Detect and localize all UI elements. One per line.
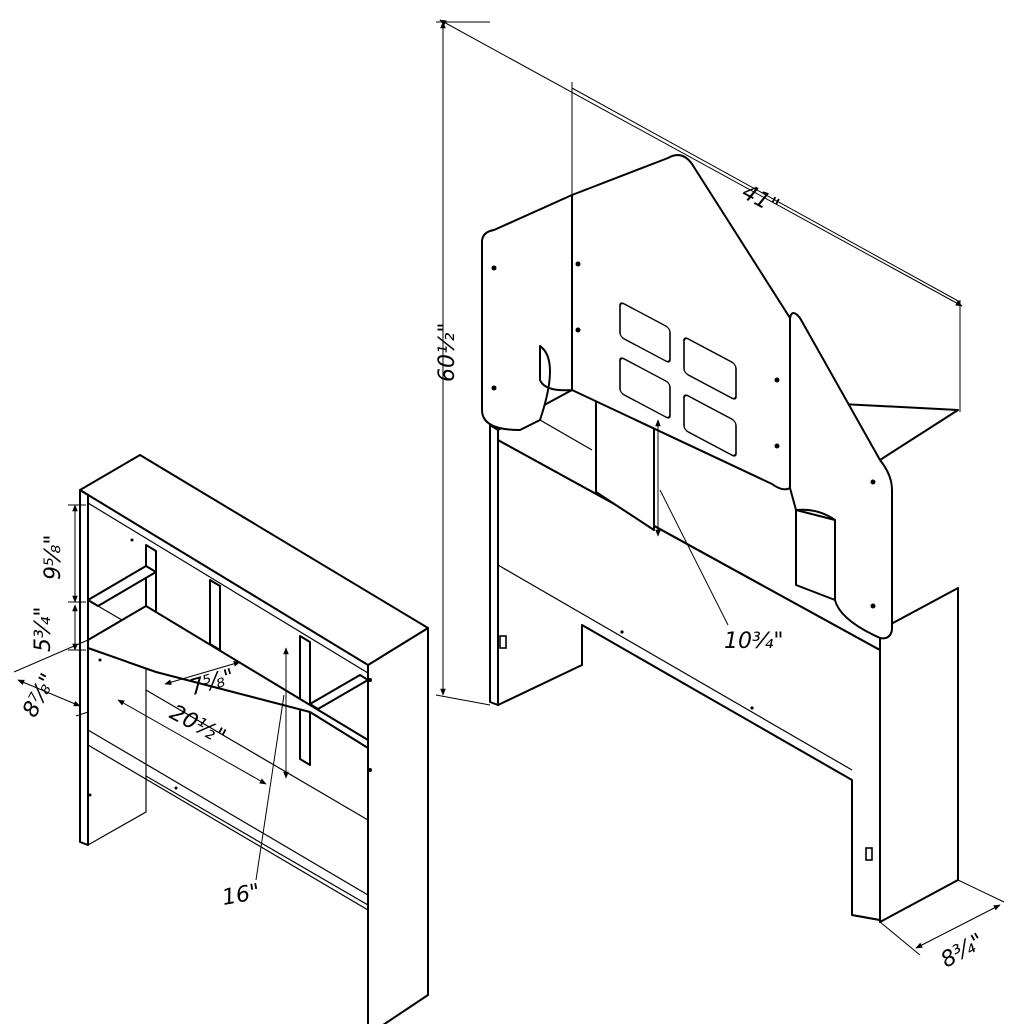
headboard-left-panel	[481, 194, 573, 431]
headboard-body-front	[497, 439, 881, 921]
house-headboard	[481, 154, 959, 923]
bookcase-center-left-partition	[209, 579, 221, 651]
headboard-right-cubby	[795, 509, 836, 601]
bookcase-right-side-panel	[367, 627, 429, 1024]
window-pane	[683, 337, 737, 400]
bookcase-headboard	[79, 454, 429, 1024]
headboard-left-leg	[489, 424, 499, 706]
window-pane	[619, 302, 671, 363]
headboard-right-leg-side	[879, 587, 959, 923]
headboard-right-panel	[789, 312, 893, 640]
label-height-lower-shelf: 5¾"	[31, 607, 56, 652]
label-inner-height: 16"	[220, 880, 262, 911]
headboard-dimensions	[435, 19, 1005, 956]
bookcase-left-shelf	[87, 565, 157, 607]
window-pane	[683, 394, 737, 457]
label-inner-width: 20½"	[165, 700, 229, 750]
bookcase-right-shelf	[309, 674, 369, 710]
bookcase-dimensions	[13, 504, 289, 881]
bookcase-left-side-panel	[79, 489, 89, 846]
bookcase-center-right-partition	[299, 635, 311, 766]
label-total-height: 60½"	[435, 323, 460, 382]
label-depth-right: 8¾"	[937, 929, 989, 973]
label-total-width: 41"	[738, 180, 783, 220]
window-pane	[619, 357, 671, 419]
label-cubby-height: 10¾"	[724, 629, 783, 654]
label-height-top-shelf: 9⅝"	[41, 535, 66, 580]
